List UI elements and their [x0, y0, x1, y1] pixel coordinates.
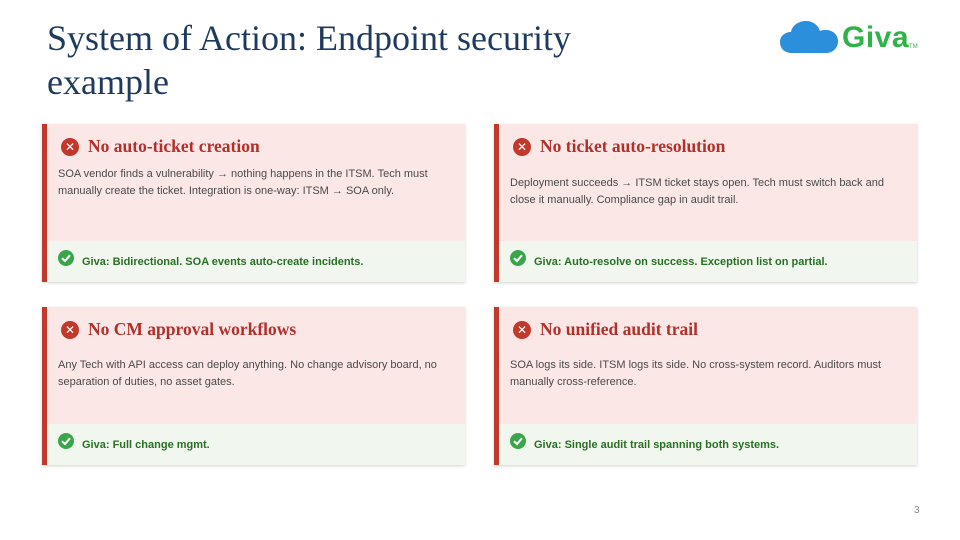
x-circle-icon: ✕ [61, 137, 79, 156]
logo-trademark: TM [909, 44, 918, 50]
slide-title: System of Action: Endpoint security exam… [47, 18, 571, 102]
card-title: No CM approval workflows [88, 319, 297, 339]
card-description: Any Tech with API access can deploy anyt… [58, 359, 437, 388]
cloud-icon [780, 21, 838, 53]
problem-card: ✕ No unified audit trail SOA logs its si… [494, 307, 917, 465]
giva-logo: Giva TM [780, 18, 918, 58]
card-description: SOA logs its side. ITSM logs its side. N… [510, 359, 882, 388]
problem-card: ✕ No auto-ticket creation SOA vendor fin… [42, 124, 465, 282]
x-circle-icon: ✕ [61, 320, 79, 339]
x-circle-icon: ✕ [513, 320, 531, 339]
x-circle-icon: ✕ [513, 137, 531, 156]
check-circle-icon [58, 249, 74, 266]
page-number: 3 [914, 505, 920, 516]
problem-card: ✕ No CM approval workflows Any Tech with… [42, 307, 465, 465]
card-description: Deployment succeeds → ITSM ticket stays … [510, 177, 884, 206]
card-title: No ticket auto-resolution [540, 136, 726, 156]
check-circle-icon [58, 432, 74, 449]
card-title: No auto-ticket creation [88, 136, 260, 156]
giva-solution: Giva: Single audit trail spanning both s… [534, 438, 780, 451]
card-title: No unified audit trail [540, 319, 699, 339]
problem-card: ✕ No ticket auto-resolution Deployment s… [494, 124, 917, 282]
check-circle-icon [510, 432, 526, 449]
check-circle-icon [510, 249, 526, 266]
giva-solution: Giva: Full change mgmt. [82, 438, 210, 451]
logo-text: Giva [842, 21, 910, 54]
giva-solution: Giva: Auto-resolve on success. Exception… [534, 255, 828, 268]
card-description: SOA vendor finds a vulnerability → nothi… [58, 168, 428, 197]
giva-solution: Giva: Bidirectional. SOA events auto-cre… [82, 255, 364, 268]
